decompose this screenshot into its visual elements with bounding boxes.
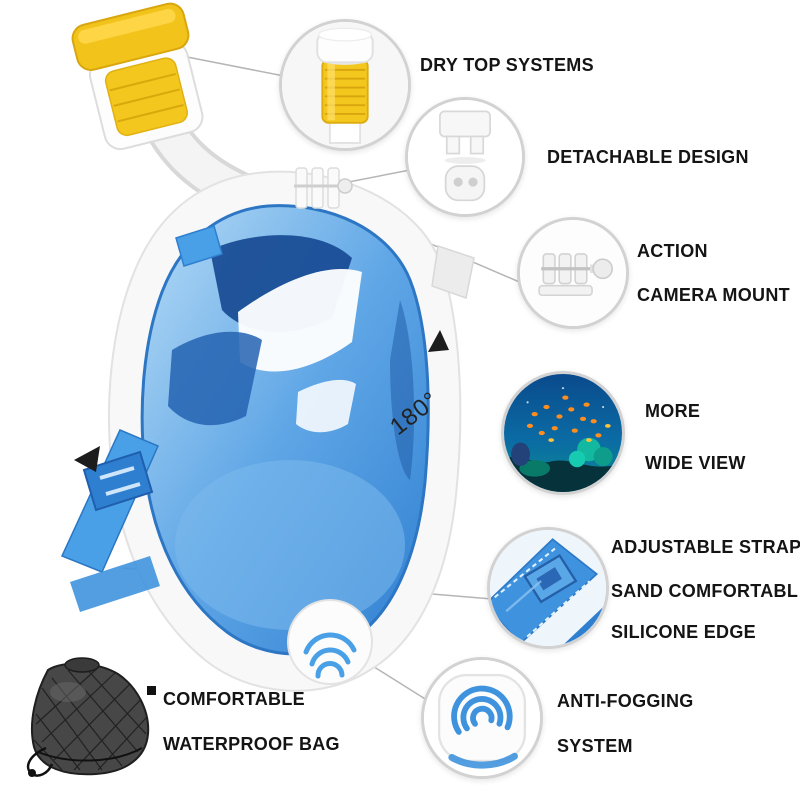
camera-mount-illustration	[520, 220, 626, 326]
bag-cord-toggle	[147, 686, 156, 695]
rotation-arrow-left	[74, 446, 100, 472]
purge-valve	[287, 599, 373, 685]
callout-action-camera-mount	[517, 217, 629, 329]
callout-anti-fogging	[421, 657, 543, 779]
anti-fog-vent-illustration	[424, 660, 540, 776]
wide-view-label-line1: MORE	[645, 401, 701, 421]
strap-closeup-illustration	[490, 530, 606, 646]
head-strap	[60, 225, 475, 612]
detachable-parts-illustration	[408, 100, 522, 214]
wide-view-label-line2: WIDE VIEW	[645, 453, 746, 473]
callout-wide-view	[501, 371, 625, 495]
callout-adjustable-strap	[487, 527, 609, 649]
visor	[140, 204, 430, 656]
dry-top-label: DRY TOP SYSTEMS	[420, 55, 594, 75]
detachable-label: DETACHABLE DESIGN	[547, 147, 749, 167]
rotation-arrow-top	[428, 330, 449, 352]
callout-detachable-design	[405, 97, 525, 217]
snorkel-cap	[71, 2, 190, 71]
strap-label-line2: SAND COMFORTABL	[611, 581, 799, 601]
camera-mount	[294, 167, 353, 209]
dry-top-valve-illustration	[282, 22, 408, 148]
callout-dry-top	[279, 19, 411, 151]
underwater-reef-photo	[504, 374, 622, 492]
bag-label-line1: COMFORTABLE	[163, 689, 305, 709]
anti-fog-label-line2: SYSTEM	[557, 736, 633, 756]
strap-label-line3: SILICONE EDGE	[611, 622, 756, 642]
mesh-bag-illustration	[26, 657, 150, 777]
action-label-line2: CAMERA MOUNT	[637, 285, 790, 305]
snorkel	[71, 2, 279, 221]
anti-fog-label-line1: ANTI-FOGGING	[557, 691, 694, 711]
strap-label-line1: ADJUSTABLE STRAP	[611, 537, 800, 557]
bag-label-line2: WATERPROOF BAG	[163, 734, 340, 754]
action-label-line1: ACTION	[637, 241, 708, 261]
